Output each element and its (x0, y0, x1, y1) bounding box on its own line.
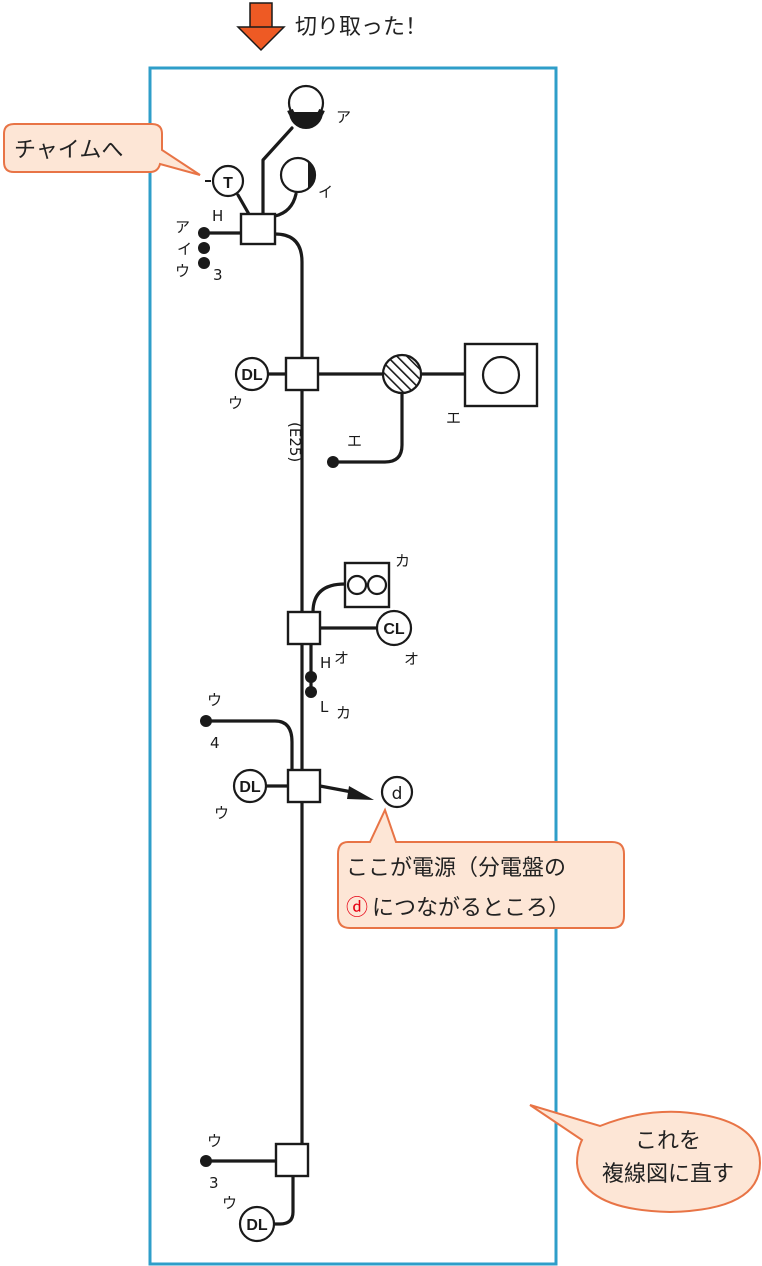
label-ka-switch: カ (336, 704, 351, 722)
junction-box-3 (286, 610, 322, 646)
label-o-cl: オ (404, 650, 419, 668)
downlight-2-icon: DL (232, 768, 268, 804)
source-callout-symbol: ⓓ (346, 896, 368, 921)
svg-text:T: T (223, 175, 233, 192)
outdoor-lamp-icon (463, 342, 539, 408)
downlight-1-icon: DL (234, 356, 270, 392)
lamp-a-icon (287, 84, 325, 129)
label-o-switch: オ (334, 649, 349, 667)
label-3-top: 3 (213, 266, 223, 284)
label-u-3: ウ (207, 1132, 222, 1150)
label-u-dl1: ウ (228, 394, 243, 412)
label-u-dl3: ウ (222, 1194, 237, 1212)
power-source-icon: d (380, 775, 414, 809)
convert-callout: これを 複線図に直す (529, 1104, 762, 1214)
svg-text:DL: DL (239, 779, 261, 796)
junction-box-1 (239, 212, 277, 246)
down-arrow-icon (236, 2, 286, 52)
switch-l-dot (305, 686, 317, 698)
downlight-3-icon: DL (238, 1205, 276, 1243)
stack-label-u: ウ (175, 262, 190, 280)
wiring-lines (202, 126, 467, 1226)
label-ka-outlet: カ (395, 552, 410, 570)
label-4: 4 (210, 734, 220, 752)
conduit-label: (E25) (286, 422, 304, 462)
label-e-lamp: エ (446, 409, 461, 427)
selection-frame (148, 66, 558, 1266)
switch-u3-icon (200, 1155, 212, 1167)
ceiling-light-icon: CL (375, 609, 413, 647)
source-callout-line2: につながるところ） (372, 896, 570, 921)
caption-text: 切り取った！ (295, 15, 427, 40)
label-3-bottom: 3 (209, 1174, 219, 1192)
double-outlet-icon (343, 561, 391, 609)
hatched-lamp-icon (381, 353, 423, 395)
svg-text:DL: DL (246, 1217, 268, 1234)
svg-text:DL: DL (241, 367, 263, 384)
chime-callout: チャイムへ (3, 123, 201, 176)
convert-callout-line1: これを (635, 1129, 701, 1154)
junction-box-2 (284, 356, 320, 392)
power-source-callout: ここが電源（分電盤の ⓓ につながるところ） (337, 807, 625, 929)
stack-label-a: ア (175, 218, 190, 236)
label-l: L (320, 698, 329, 716)
stack-label-i: イ (177, 240, 192, 258)
switch-u4-icon (200, 715, 212, 727)
label-u-4: ウ (207, 691, 222, 709)
switch-stack-icon (198, 227, 210, 269)
label-e-switch: エ (347, 432, 362, 450)
junction-box-4 (286, 768, 322, 804)
label-h-mid: H (320, 654, 331, 672)
label-a: ア (336, 108, 351, 126)
junction-box-5 (274, 1142, 310, 1178)
switch-e-icon (327, 456, 339, 468)
chime-callout-text: チャイムへ (14, 138, 123, 163)
transformer-icon: T (205, 164, 245, 198)
lamp-i-icon (279, 156, 317, 194)
source-callout-line1: ここが電源（分電盤の (346, 856, 566, 881)
svg-text:d: d (392, 784, 403, 804)
switch-h-dot (305, 671, 317, 683)
svg-text:CL: CL (383, 621, 405, 638)
label-i: イ (318, 183, 333, 201)
label-u-dl2: ウ (214, 804, 229, 822)
label-h-top: H (212, 207, 223, 225)
convert-callout-line2: 複線図に直す (602, 1162, 734, 1187)
